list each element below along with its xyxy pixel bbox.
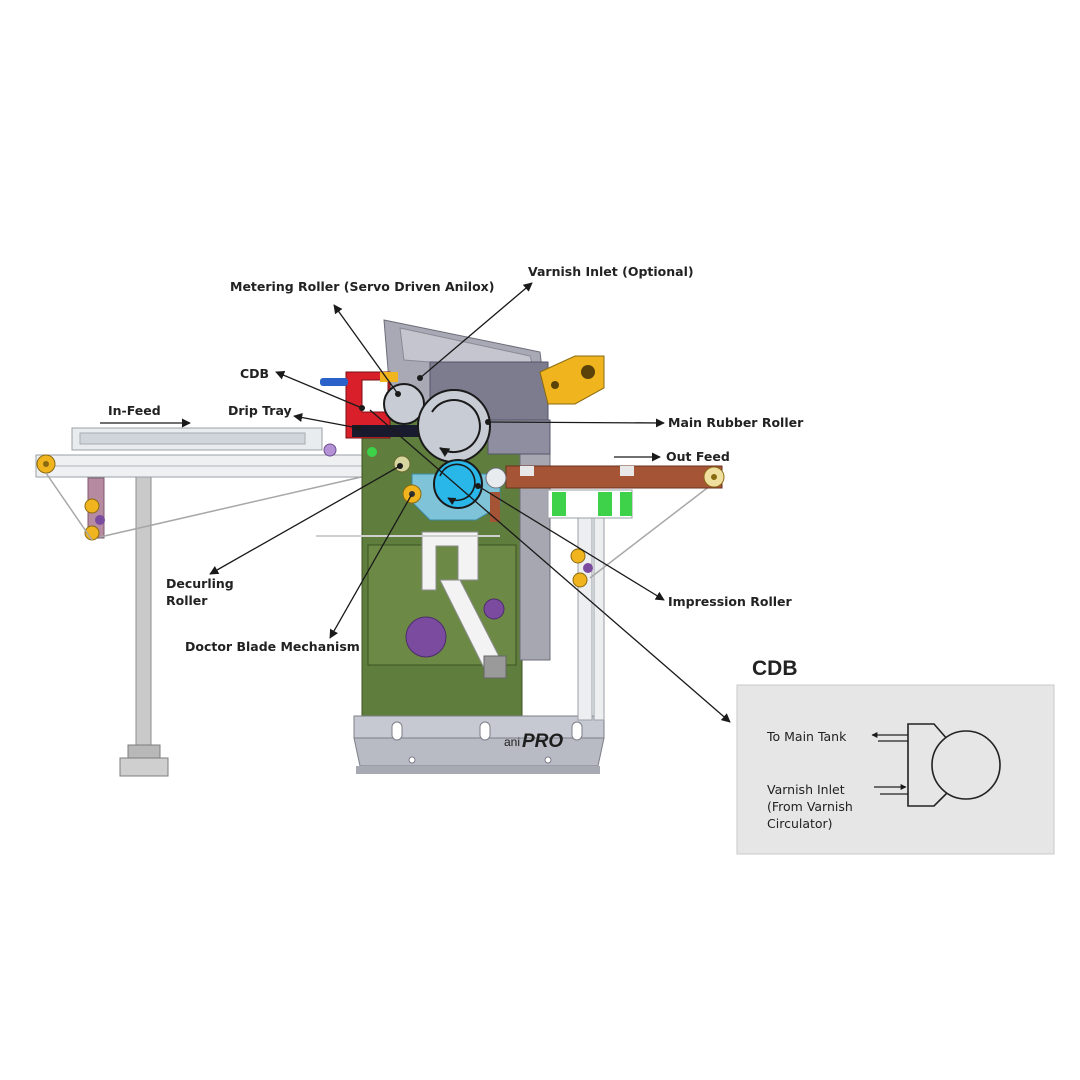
in-feed-stand: [119, 469, 169, 777]
out-feed-label: Out Feed: [666, 449, 730, 464]
to-main-tank-label: To Main Tank: [766, 729, 847, 744]
callouts: Metering Roller (Servo Driven Anilox) Va…: [100, 264, 804, 723]
metering-roller-leader: [333, 304, 399, 395]
brand-prefix: ani: [504, 735, 520, 749]
base-plate: ani PRO: [353, 715, 605, 774]
drip-tray-leader: [293, 413, 359, 429]
cdb-leader: [275, 370, 363, 409]
out-feed-conveyor: [505, 465, 725, 519]
cdb-inset: CDB To Main Tank Varnish Inlet (From Var…: [736, 657, 1055, 855]
machine: ani PRO: [35, 319, 725, 777]
varnish-inlet-leader: [419, 282, 533, 379]
cdb-symbol: [871, 723, 1001, 807]
varnish-inlet-optional-label: Varnish Inlet (Optional): [528, 264, 694, 279]
doctor-blade-mechanism-label: Doctor Blade Mechanism: [185, 639, 360, 654]
impression-roller-label: Impression Roller: [668, 594, 793, 609]
cdb-inset-leader: [369, 409, 731, 723]
decurling-roller-label-line2: Roller: [166, 593, 208, 608]
impression-roller-leader: [477, 485, 665, 601]
in-feed-label: In-Feed: [108, 403, 161, 418]
decurling-roller-leader: [209, 465, 401, 575]
out-feed-stand: [570, 481, 716, 721]
drip-tray-label: Drip Tray: [228, 403, 292, 418]
cdb-label: CDB: [240, 366, 269, 381]
doctor-blade-leader: [329, 493, 413, 639]
brand-logo: PRO: [522, 731, 563, 752]
metering-roller-label: Metering Roller (Servo Driven Anilox): [230, 279, 494, 294]
varnish-inlet-label-line1: Varnish Inlet: [767, 782, 845, 797]
main-rubber-roller-leader: [487, 418, 665, 428]
varnish-inlet-label-line3: Circulator): [767, 816, 833, 831]
main-rubber-roller-label: Main Rubber Roller: [668, 415, 804, 430]
main-frame: [316, 419, 551, 717]
cdb-inset-panel: [736, 684, 1055, 855]
varnish-inlet-label-line2: (From Varnish: [767, 799, 853, 814]
cdb-inset-title: CDB: [752, 657, 798, 680]
decurling-roller-label-line1: Decurling: [166, 576, 234, 591]
in-feed-conveyor: [35, 427, 387, 541]
roller-section: [320, 371, 551, 522]
